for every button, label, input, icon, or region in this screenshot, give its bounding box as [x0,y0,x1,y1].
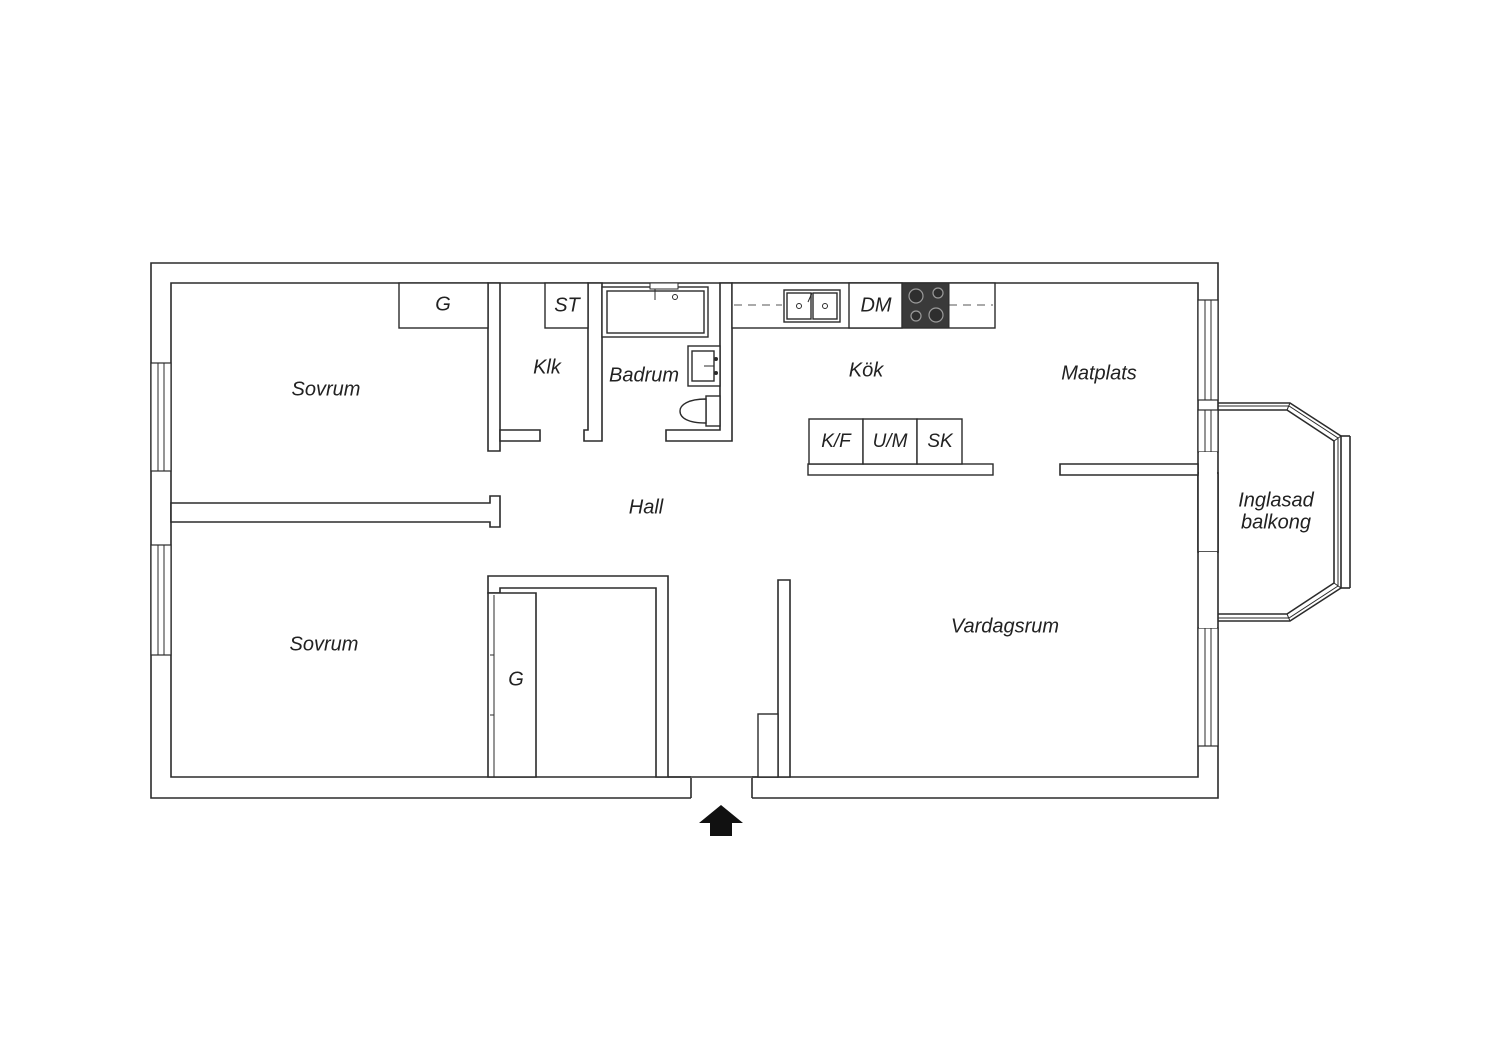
room-label-bathroom: Badrum [609,364,679,386]
room-label-closet: Klk [533,356,562,378]
room-label-living: Vardagsrum [951,615,1059,637]
balcony-wall-stub [1197,452,1219,628]
dishwasher: DM [848,282,903,329]
room-label-bedroom-bottom: Sovrum [290,633,359,655]
wardrobe-bottom-label: G [508,668,524,690]
room-label-dining: Matplats [1061,362,1137,384]
room-labels: Sovrum Sovrum Klk Badrum Kök Matplats Ha… [290,356,1315,655]
kitchen-island: K/F U/M SK [807,418,994,476]
cabinet-label: SK [927,431,954,452]
stove-icon [901,282,950,329]
room-label-balcony-line1: Inglasad [1238,489,1314,511]
oven-micro-label: U/M [873,431,908,452]
entrance-opening [690,778,753,799]
room-label-kitchen: Kök [849,359,884,381]
entrance-arrow-icon [699,805,743,836]
fridge-freezer-label: K/F [821,431,852,452]
washbasin-icon [687,345,721,387]
window-right-mid [1197,409,1219,453]
window-right-top [1197,299,1219,401]
dishwasher-label: DM [860,294,891,316]
window-right-bottom [1197,627,1219,747]
interior-walls [170,282,1199,778]
window-left-bottom [150,544,172,656]
storage-label: ST [554,294,581,316]
toilet-icon [679,395,721,427]
bathtub-icon [601,282,709,338]
wardrobe-top-label: G [435,293,451,315]
storage-cabinet: ST [544,282,589,329]
window-left-top [150,362,172,472]
outer-walls [150,262,1219,799]
wardrobe-top: G [398,282,489,329]
room-label-hall: Hall [629,496,664,518]
room-label-balcony-line2: balkong [1241,511,1311,533]
room-label-bedroom-top: Sovrum [292,378,361,400]
balcony-outline [1218,402,1351,622]
kitchen-sink-icon [783,289,841,323]
